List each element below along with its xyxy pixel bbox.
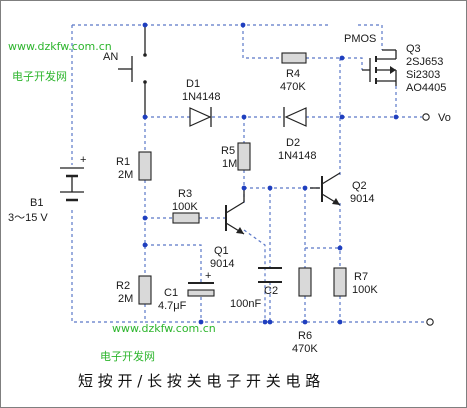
q3-part-3: AO4405: [406, 82, 446, 94]
resistor-r2: R2 2M: [116, 275, 152, 305]
q2-value: 9014: [350, 193, 374, 205]
d2-value: 1N4148: [278, 150, 317, 162]
r4-value: 470K: [280, 81, 306, 93]
resistor-r5: R5 1M: [221, 142, 251, 171]
r6-value: 470K: [292, 343, 318, 355]
capacitor-c1: + C1 4.7μF: [158, 270, 215, 312]
junction-dots: [142, 22, 399, 325]
q3-type: PMOS: [344, 33, 376, 45]
diagram-caption: 短 按 开 / 长 按 关 电 子 开 关 电 路: [78, 372, 320, 390]
q3-part-1: 2SJ653: [406, 56, 443, 68]
r2-ref: R2: [116, 280, 130, 292]
switch-an-label: AN: [103, 51, 118, 63]
c1-plus: +: [205, 270, 211, 282]
resistor-r6: R6 470K: [292, 267, 318, 355]
c2-ref: C2: [264, 285, 278, 297]
transistor-q1: Q1 9014: [210, 188, 245, 270]
resistor-r4: R4 470K: [280, 52, 307, 93]
q1-value: 9014: [210, 258, 234, 270]
diode-d2: D2 1N4148: [278, 107, 317, 162]
battery-b1: + B1 3～15 V: [8, 154, 86, 224]
r5-value: 1M: [222, 158, 237, 170]
b1-value: 3～15 V: [8, 212, 48, 224]
q1-ref: Q1: [214, 245, 229, 257]
output-label: Vo: [438, 112, 451, 124]
r4-ref: R4: [286, 68, 300, 80]
capacitor-c2: C2 100nF: [230, 267, 282, 310]
resistor-r3: R3 100K: [172, 188, 200, 224]
q2-ref: Q2: [352, 180, 367, 192]
resistor-r7: R7 100K: [333, 267, 378, 297]
r1-value: 2M: [118, 169, 133, 181]
r1-ref: R1: [116, 156, 130, 168]
watermark-url-bottom: www.dzkfw.com.cn: [112, 322, 216, 335]
watermark-name-bottom: 电子开发网: [100, 349, 155, 363]
resistor-r1: R1 2M: [116, 151, 152, 181]
c1-lead: [145, 244, 202, 322]
d1-ref: D1: [186, 78, 200, 90]
r5-ref: R5: [221, 145, 235, 157]
c1-ref: C1: [164, 287, 178, 299]
c1-value: 4.7μF: [158, 300, 187, 312]
q3-ref: Q3: [406, 43, 421, 55]
ground-terminal: [426, 318, 434, 326]
r2-value: 2M: [118, 293, 133, 305]
d2-ref: D2: [286, 137, 300, 149]
watermark-url-top: www.dzkfw.com.cn: [8, 40, 112, 53]
b1-plus: +: [80, 154, 86, 166]
q3-part-2: Si2303: [406, 69, 440, 81]
d1-value: 1N4148: [182, 91, 221, 103]
transistor-q2: Q2 9014: [310, 172, 374, 206]
r4-line: [242, 25, 363, 70]
b1-ref: B1: [30, 197, 43, 209]
watermark-name-top: 电子开发网: [12, 69, 67, 83]
switch-an: AN: [103, 25, 147, 117]
pmos-q3: PMOS Q3 2SJ653 Si2303 AO4405: [344, 33, 446, 94]
top-rail: [72, 24, 383, 50]
r3-ref: R3: [178, 188, 192, 200]
r7-ref: R7: [354, 271, 368, 283]
diode-d1: D1 1N4148: [182, 78, 221, 127]
battery-rail: [71, 25, 145, 323]
r6-ref: R6: [298, 330, 312, 342]
c2-value: 100nF: [230, 298, 261, 310]
q1-emitter-lead: [243, 229, 266, 322]
r7-value: 100K: [352, 284, 378, 296]
output-terminal: Vo: [422, 112, 451, 124]
r3-value: 100K: [172, 201, 198, 213]
